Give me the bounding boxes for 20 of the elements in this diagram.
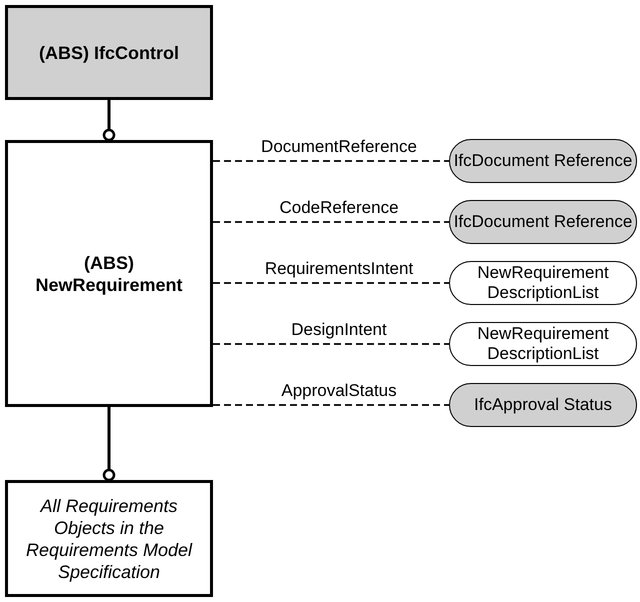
subtype-line (102, 407, 116, 482)
subtype-line (102, 100, 116, 142)
type-pill: NewRequirement DescriptionList (449, 261, 637, 305)
entity-box: (ABS) NewRequirement (5, 140, 213, 407)
attribute-line (213, 343, 449, 345)
type-pill: IfcApproval Status (449, 383, 637, 427)
type-pill: IfcDocument Reference (449, 139, 637, 183)
attribute-line (213, 221, 449, 223)
edge-label: DocumentReference (261, 137, 417, 157)
attribute-line (213, 160, 449, 162)
entity-box: (ABS) IfcControl (5, 5, 213, 100)
edge-label: RequirementsIntent (264, 259, 414, 279)
type-pill: NewRequirement DescriptionList (449, 322, 637, 366)
type-pill: IfcDocument Reference (449, 200, 637, 244)
edge-label: DesignIntent (291, 320, 387, 340)
attribute-line (213, 404, 449, 406)
edge-label: CodeReference (279, 198, 399, 218)
edge-label: ApprovalStatus (281, 381, 397, 401)
note-box: All Requirements Objects in the Requirements Model Specification (5, 480, 213, 597)
attribute-line (213, 282, 449, 284)
